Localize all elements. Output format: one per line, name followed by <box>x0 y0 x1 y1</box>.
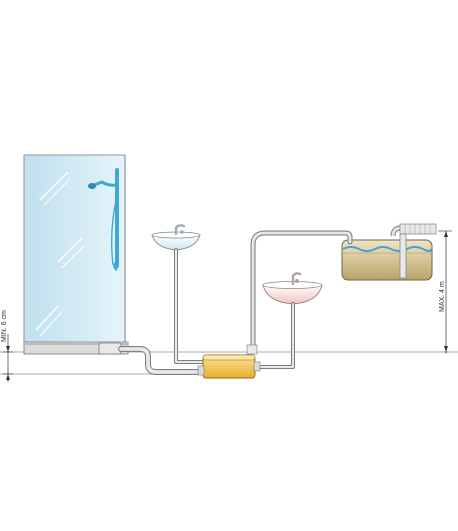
pipes <box>118 230 353 375</box>
min-height-dimension: MIN. 6 cm <box>1 310 13 382</box>
max-height-dimension: MAX. 4 m <box>438 230 452 354</box>
shower-glass <box>23 154 126 346</box>
lifting-pump-icon <box>197 344 261 379</box>
drain-tank-icon <box>341 223 437 281</box>
shower-drain <box>98 342 122 355</box>
washbasin-left <box>151 224 201 251</box>
faucet-icon <box>174 224 186 236</box>
max-height-label: MAX. 4 m <box>439 281 446 312</box>
min-height-label: MIN. 6 cm <box>1 310 8 342</box>
faucet-icon <box>291 272 302 286</box>
shower-head-icon <box>88 168 119 271</box>
washbasin-right <box>262 272 323 305</box>
shower-cabin-icon <box>23 154 129 355</box>
